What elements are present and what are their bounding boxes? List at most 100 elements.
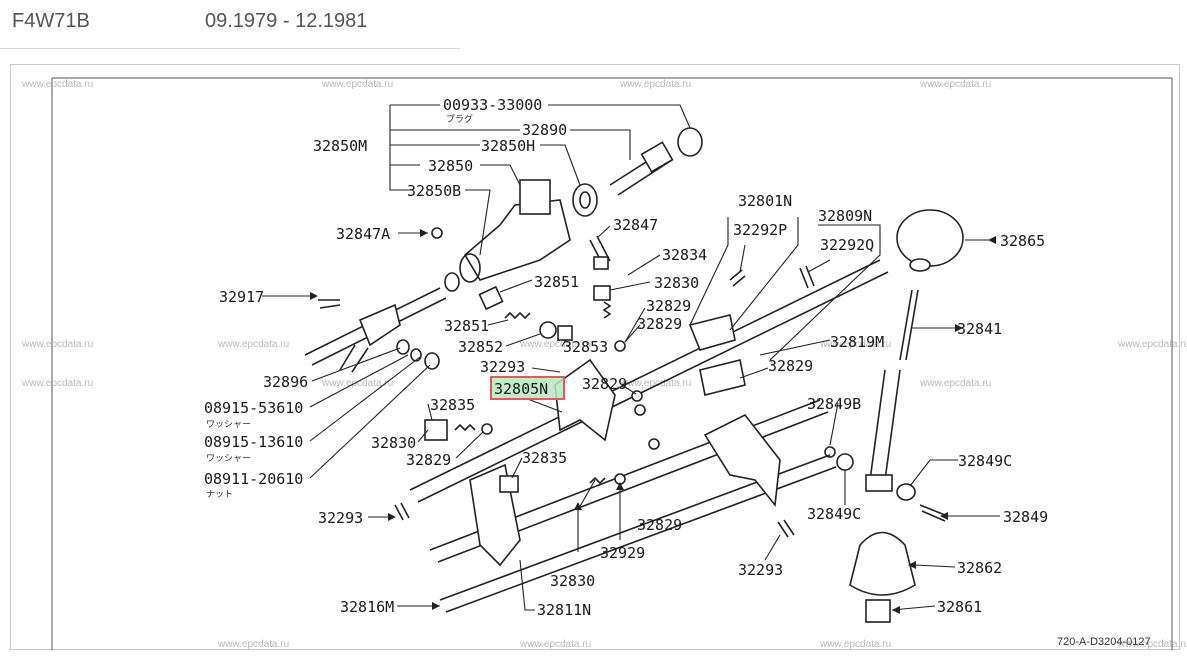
part-label-32849C[interactable]: 32849C <box>807 505 861 523</box>
pin-part <box>318 299 341 309</box>
part-label-32834[interactable]: 32834 <box>662 246 707 264</box>
watermark: www.epcdata.ru <box>217 639 289 650</box>
leader-32835b <box>511 457 523 479</box>
part-label-32835[interactable]: 32835 <box>430 396 475 414</box>
part-label-32830[interactable]: 32830 <box>550 572 595 590</box>
part-label-32829[interactable]: 32829 <box>582 375 627 393</box>
part-label-32849C[interactable]: 32849C <box>958 452 1012 470</box>
part-label-32293[interactable]: 32293 <box>480 358 525 376</box>
part-label-32849[interactable]: 32849 <box>1003 508 1048 526</box>
knob-neck <box>909 258 931 272</box>
pin-part <box>777 519 795 538</box>
watermark: www.epcdata.ru <box>21 79 93 90</box>
part-label-32292P[interactable]: 32292P <box>733 221 787 239</box>
lever-lower-part <box>869 369 901 481</box>
bolt-head <box>593 256 609 270</box>
housing-yoke <box>519 179 551 215</box>
part-label-32293[interactable]: 32293 <box>318 509 363 527</box>
arrowhead <box>616 482 624 490</box>
part-label-32890[interactable]: 32890 <box>522 121 567 139</box>
watermark: www.epcdata.ru <box>819 339 891 350</box>
leader-32805N <box>524 397 563 413</box>
part-label-32851[interactable]: 32851 <box>534 273 579 291</box>
part-label-32835[interactable]: 32835 <box>522 449 567 467</box>
part-label-32849B[interactable]: 32849B <box>807 395 861 413</box>
part-label-32829[interactable]: 32829 <box>637 516 682 534</box>
leader-32849B <box>829 402 839 446</box>
bracket-32850M <box>389 104 520 191</box>
plug-part <box>499 475 519 493</box>
leader-32849Ca <box>909 459 958 487</box>
part-label-32850H[interactable]: 32850H <box>481 137 535 155</box>
part-label-32809N[interactable]: 32809N <box>818 207 872 225</box>
leader-32852 <box>505 333 541 347</box>
part-label-32851[interactable]: 32851 <box>444 317 489 335</box>
leader-32830c <box>577 479 596 552</box>
leader-32896 <box>311 347 401 382</box>
leader-32853 <box>561 339 567 347</box>
part-label-32850B[interactable]: 32850B <box>407 182 461 200</box>
part-label-32896[interactable]: 32896 <box>263 373 308 391</box>
arrowhead <box>388 513 396 521</box>
part-label-08915-53610[interactable]: 08915-53610 <box>204 399 303 417</box>
ball-part <box>481 423 493 435</box>
part-label-32811N[interactable]: 32811N <box>537 601 591 619</box>
bushing-part <box>896 483 916 501</box>
leader-32851 <box>499 279 533 293</box>
leader-32811N <box>519 559 535 611</box>
part-label-32830[interactable]: 32830 <box>371 434 416 452</box>
leader-32830b <box>417 429 429 443</box>
rubber-boot-part <box>849 531 916 596</box>
part-label-32293[interactable]: 32293 <box>738 561 783 579</box>
part-label-32917[interactable]: 32917 <box>219 288 264 306</box>
bearing-part <box>572 183 598 217</box>
spring-part <box>454 423 476 432</box>
pin-part <box>394 502 410 521</box>
arrowhead <box>892 606 900 614</box>
leader-arrows <box>310 229 996 614</box>
part-label-32841[interactable]: 32841 <box>957 320 1002 338</box>
part-label-32862[interactable]: 32862 <box>957 559 1002 577</box>
part-label-32853[interactable]: 32853 <box>563 338 608 356</box>
part-name-washer: ワッシャー <box>206 454 251 464</box>
check-plug-part <box>593 285 611 301</box>
part-label-32829[interactable]: 32829 <box>646 297 691 315</box>
part-label-32801N[interactable]: 32801N <box>738 192 792 210</box>
highlighted-part-32805N-box[interactable] <box>490 376 565 400</box>
part-label-08911-20610[interactable]: 08911-20610 <box>204 470 303 488</box>
watermark: www.epcdata.ru <box>21 378 93 389</box>
arrowhead <box>310 292 318 300</box>
part-label-00933-33000[interactable]: 00933-33000 <box>443 96 542 114</box>
fork-bracket-part <box>699 359 746 396</box>
part-label-32865[interactable]: 32865 <box>1000 232 1045 250</box>
part-label-32830[interactable]: 32830 <box>654 274 699 292</box>
watermark: www.epcdata.ru <box>21 339 93 350</box>
leader-32293c <box>764 534 781 561</box>
part-label-32847[interactable]: 32847 <box>613 216 658 234</box>
part-label-32829[interactable]: 32829 <box>406 451 451 469</box>
watermark: www.epcdata.ru <box>919 378 991 389</box>
part-label-08915-13610[interactable]: 08915-13610 <box>204 433 303 451</box>
part-label-32816M[interactable]: 32816M <box>340 598 394 616</box>
part-label-32861[interactable]: 32861 <box>937 598 982 616</box>
leader-08911 <box>309 364 431 479</box>
washer-part <box>410 348 422 362</box>
part-label-32292Q[interactable]: 32292Q <box>820 236 874 254</box>
watermark: www.epcdata.ru <box>519 339 591 350</box>
bolt-part <box>919 504 946 522</box>
leader-32293a <box>531 367 561 373</box>
spring-part <box>504 311 531 320</box>
part-label-32850[interactable]: 32850 <box>428 157 473 175</box>
arrowhead <box>988 236 996 244</box>
part-label-32829[interactable]: 32829 <box>637 315 682 333</box>
part-label-32850M[interactable]: 32850M <box>313 137 367 155</box>
part-label-32829[interactable]: 32829 <box>768 357 813 375</box>
part-label-32852[interactable]: 32852 <box>458 338 503 356</box>
pin-part <box>799 265 815 289</box>
part-label-32929[interactable]: 32929 <box>600 544 645 562</box>
part-label-32847A[interactable]: 32847A <box>336 225 390 243</box>
nut-part <box>424 352 440 370</box>
part-label-32805N[interactable]: 32805N <box>494 380 548 398</box>
pin-part <box>729 269 746 287</box>
part-label-32819M[interactable]: 32819M <box>830 333 884 351</box>
